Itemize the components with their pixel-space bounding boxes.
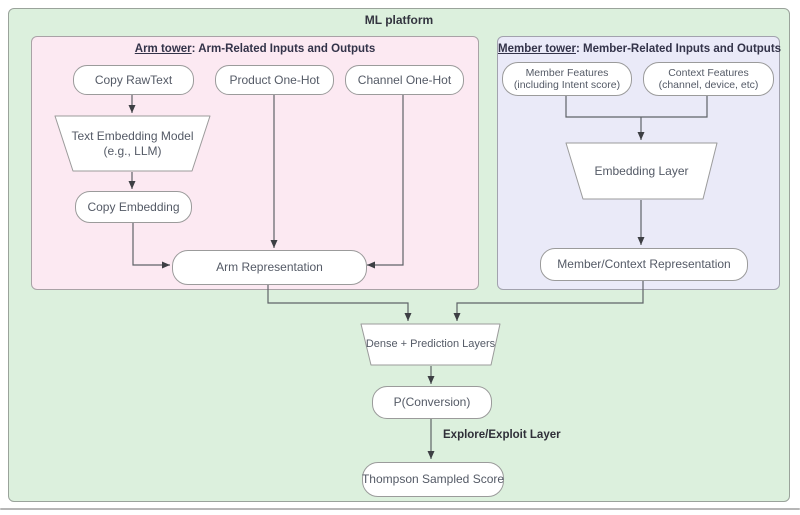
node-text-embedding-model-line1: Text Embedding Model — [71, 128, 194, 143]
node-embedding-layer: Embedding Layer — [565, 142, 718, 200]
node-thompson-sampled-score: Thompson Sampled Score — [362, 462, 504, 497]
node-channel-one-hot-label: Channel One-Hot — [357, 72, 452, 87]
node-context-features-line2: (channel, device, etc) — [658, 79, 759, 91]
ml-platform-title: ML platform — [364, 13, 434, 27]
node-member-features: Member Features (including Intent score) — [502, 62, 632, 96]
node-channel-one-hot: Channel One-Hot — [345, 65, 464, 95]
node-copy-embedding-label: Copy Embedding — [87, 199, 180, 214]
node-member-features-line1: Member Features — [525, 66, 609, 79]
node-text-embedding-model: Text Embedding Model (e.g., LLM) — [54, 115, 211, 172]
node-member-context-representation-label: Member/Context Representation — [557, 257, 731, 271]
explore-exploit-layer-label: Explore/Exploit Layer — [443, 429, 561, 441]
node-copy-rawtext: Copy RawText — [73, 65, 194, 95]
node-embedding-layer-label: Embedding Layer — [594, 163, 689, 178]
node-arm-representation-label: Arm Representation — [216, 260, 323, 274]
node-copy-rawtext-label: Copy RawText — [94, 72, 173, 87]
member-tower-title-underlined: Member tower — [498, 43, 576, 55]
node-arm-representation: Arm Representation — [172, 250, 367, 285]
node-member-features-line2: (including Intent score) — [513, 79, 621, 91]
node-text-embedding-model-line2: (e.g., LLM) — [103, 143, 162, 158]
node-p-conversion: P(Conversion) — [372, 386, 492, 419]
arm-tower-title-rest: : Arm-Related Inputs and Outputs — [191, 43, 376, 55]
arm-tower-title: Arm tower: Arm-Related Inputs and Output… — [32, 43, 478, 55]
member-tower-title: Member tower: Member-Related Inputs and … — [498, 43, 782, 55]
trapezoid-shape — [565, 142, 718, 200]
node-dense-prediction-layers: Dense + Prediction Layers — [360, 323, 501, 366]
node-dense-prediction-layers-label: Dense + Prediction Layers — [365, 338, 496, 350]
bottom-divider — [0, 508, 800, 510]
node-thompson-sampled-score-label: Thompson Sampled Score — [361, 472, 505, 486]
trapezoid-shape — [54, 115, 211, 172]
node-copy-embedding: Copy Embedding — [75, 191, 192, 223]
node-context-features: Context Features (channel, device, etc) — [643, 62, 774, 96]
node-context-features-line1: Context Features — [668, 66, 749, 79]
node-product-one-hot: Product One-Hot — [215, 65, 334, 95]
node-product-one-hot-label: Product One-Hot — [229, 72, 320, 87]
trapezoid-shape — [360, 323, 501, 366]
member-tower-title-rest: : Member-Related Inputs and Outputs — [575, 43, 782, 55]
arm-tower-title-underlined: Arm tower — [134, 43, 192, 55]
node-member-context-representation: Member/Context Representation — [540, 248, 748, 281]
node-p-conversion-label: P(Conversion) — [393, 395, 471, 409]
